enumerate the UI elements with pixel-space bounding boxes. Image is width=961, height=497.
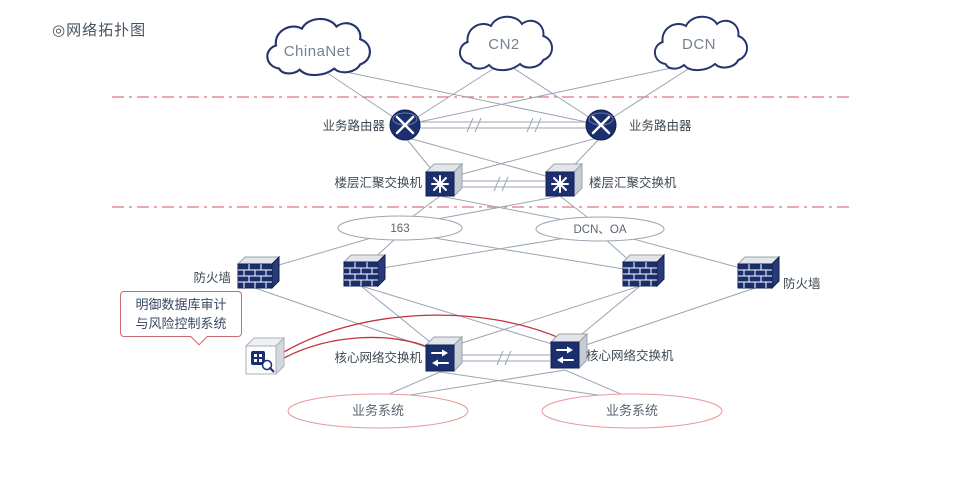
agg-switch-right-icon [545,163,583,197]
annotation-curves [283,314,563,359]
business-system-left-label: 业务系统 [351,403,405,418]
core-switch-right-label: 核心网络交换机 [586,349,674,363]
cloud-label-cn2: CN2 [488,36,520,53]
firewall-1-icon [237,256,280,289]
firewall-right-label: 防火墙 [783,277,821,291]
business-system-right-label: 业务系统 [605,403,659,418]
business-ellipse-right [541,393,723,429]
callout-line-2: 与风险控制系统 [135,316,227,331]
cloud-label-chinanet: ChinaNet [283,43,351,60]
firewall-left-label: 防火墙 [193,271,231,285]
firewall-4-icon [737,256,780,289]
router-right-icon [584,108,618,142]
zone-label-163: 163 [390,223,410,235]
router-left-icon [388,108,422,142]
core-switch-left-label: 核心网络交换机 [334,351,422,365]
callout-line-1: 明御数据库审计 [135,297,227,312]
core-switch-left-icon [425,336,463,372]
business-ellipse-left [287,393,469,429]
page-title: ◎网络拓扑图 [52,22,147,39]
firewall-3-icon [622,254,665,287]
audit-device-icon [244,336,286,376]
router-right-label: 业务路由器 [629,119,692,133]
agg-switch-right-label: 楼层汇聚交换机 [589,176,677,190]
firewall-2-icon [343,254,386,287]
zone-label-dcn-oa: DCN、OA [573,224,627,236]
callout-audit-system: 明御数据库审计 与风险控制系统 [120,291,242,337]
connection-lines [254,61,756,400]
cloud-label-dcn: DCN [682,36,716,53]
router-left-label: 业务路由器 [322,119,385,133]
zone-ellipse-163 [337,215,463,241]
separator-lines [112,96,852,208]
core-switch-right-icon [550,333,588,369]
zone-ellipse-dcn-oa [535,216,665,242]
agg-switch-left-label: 楼层汇聚交换机 [334,176,422,190]
agg-switch-left-icon [425,163,463,197]
